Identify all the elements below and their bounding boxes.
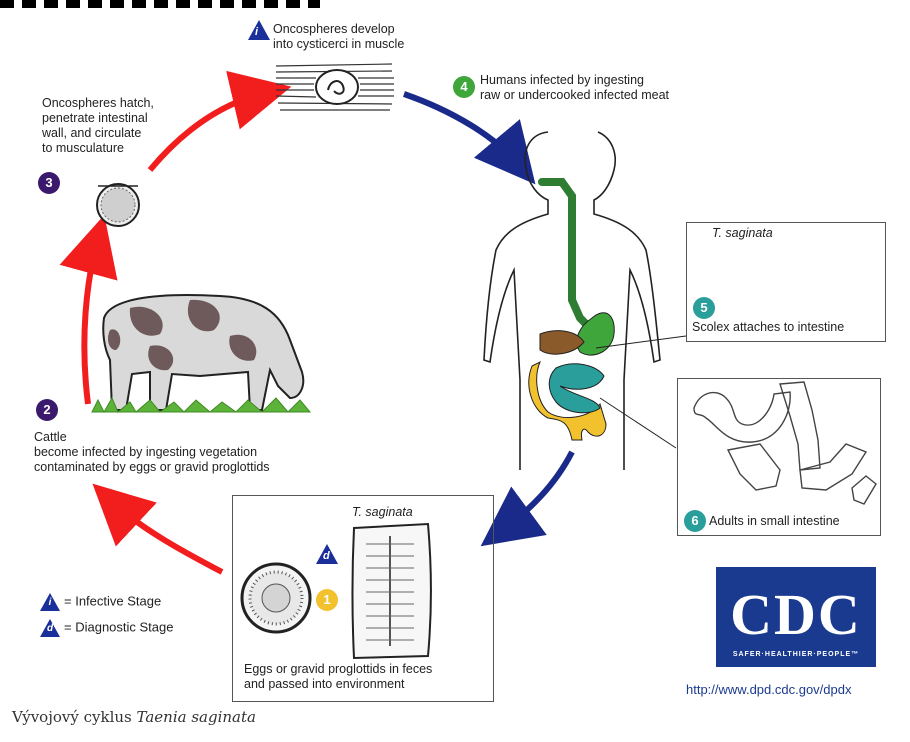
adults-box: [677, 378, 881, 536]
legend-diagnostic-label: = Diagnostic Stage: [64, 619, 174, 635]
legend-infective-icon: i: [40, 593, 60, 611]
eggs-box: [232, 495, 494, 702]
stage-2-badge: 2: [36, 399, 58, 421]
caption-prefix: Vývojový cyklus: [12, 708, 137, 726]
stage-2-label: Cattle become infected by ingesting vege…: [34, 430, 270, 474]
stage-1-species: T. saginata: [352, 505, 413, 519]
stage-1-badge: 1: [316, 589, 338, 611]
cropped-title-strip: [0, 0, 320, 8]
cysticerci-label: Oncospheres develop into cysticerci in m…: [273, 22, 405, 51]
stage-5-label: Scolex attaches to intestine: [692, 320, 845, 334]
stage-5-species: T. saginata: [712, 226, 773, 240]
stage-6-badge: 6: [684, 510, 706, 532]
arrow-3-to-cyst: [147, 70, 292, 172]
figure-caption: Vývojový cyklus Taenia saginata: [12, 708, 256, 726]
cdc-source-link[interactable]: http://www.dpd.cdc.gov/dpdx: [686, 682, 852, 697]
stage-3-badge: 3: [38, 172, 60, 194]
legend-diagnostic-icon: d: [40, 619, 60, 637]
egg-illustration: [240, 562, 312, 634]
caption-species: Taenia saginata: [136, 708, 256, 726]
stage-4-label: Humans infected by ingesting raw or unde…: [480, 73, 669, 102]
arrow-2-to-3: [59, 214, 118, 405]
legend-infective-label: = Infective Stage: [64, 593, 162, 609]
cattle-illustration: [91, 293, 312, 414]
stage-3-label: Oncospheres hatch, penetrate intestinal …: [42, 96, 154, 155]
scolex-box: [686, 222, 886, 342]
arrow-1-to-2: [92, 483, 224, 575]
stage-4-badge: 4: [453, 76, 475, 98]
gravid-proglottid-illustration: [351, 522, 432, 660]
diagnostic-stage-marker-icon: [316, 544, 338, 564]
stage-1-label: Eggs or gravid proglottids in feces and …: [244, 662, 433, 691]
human-body-illustration: [483, 131, 687, 470]
infective-stage-marker-icon: [248, 20, 270, 40]
arrow-human-to-1: [480, 450, 575, 547]
stage-5-badge: 5: [693, 297, 715, 319]
infective-marker-letter: i: [255, 26, 259, 38]
cysticercus-in-muscle-illustration: [275, 63, 394, 111]
cdc-logo: CDC SAFER·HEALTHIER·PEOPLE™: [716, 567, 876, 667]
oncosphere-illustration: [96, 183, 140, 227]
diagnostic-marker-letter: d: [323, 550, 330, 562]
stage-6-label: Adults in small intestine: [709, 514, 840, 528]
adult-worm-illustration: [693, 381, 877, 505]
cdc-logo-text: CDC: [730, 582, 862, 647]
legend-diagnostic: d= Diagnostic Stage: [40, 619, 173, 637]
cdc-tagline: SAFER·HEALTHIER·PEOPLE™: [732, 651, 860, 658]
arrow-cyst-to-4: [403, 91, 536, 185]
legend-infective: i= Infective Stage: [40, 593, 161, 611]
